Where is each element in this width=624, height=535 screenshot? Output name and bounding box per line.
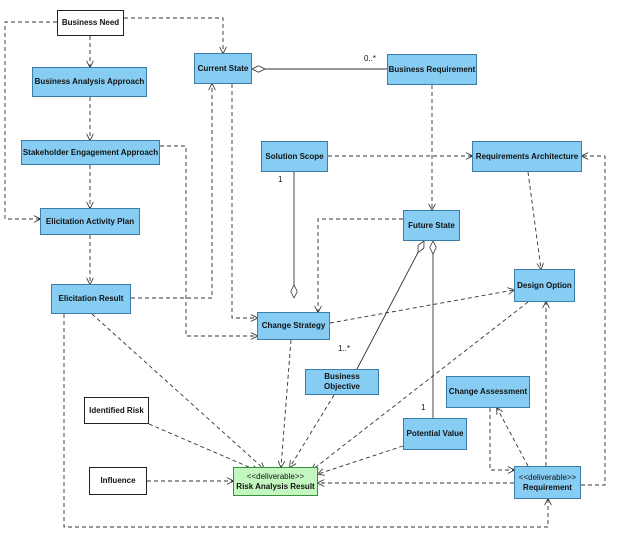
solution-scope-label: Solution Scope	[265, 151, 324, 161]
elicitation-activity-plan-node[interactable]: Elicitation Activity Plan	[40, 208, 140, 235]
multiplicity-current-business-requirement: 0..*	[364, 54, 377, 63]
business-analysis-approach-node[interactable]: Business Analysis Approach	[32, 67, 147, 97]
current-state-label: Current State	[197, 63, 249, 73]
edge-irisk-risk	[148, 423, 258, 471]
requirements-architecture-node[interactable]: Requirements Architecture	[472, 141, 582, 172]
edge-requirement-assessment	[497, 408, 529, 467]
future-state-node[interactable]: Future State	[403, 210, 460, 241]
elicitation-result-label: Elicitation Result	[58, 294, 124, 303]
edge-design-risk	[312, 301, 529, 470]
business-analysis-approach-label: Business Analysis Approach	[34, 77, 145, 86]
edge-change-risk	[281, 339, 292, 467]
business-objective-label: Business Objective	[323, 372, 360, 391]
identified-risk-node[interactable]: Identified Risk	[84, 397, 149, 424]
edge-future-state-business-objective	[356, 241, 424, 370]
stakeholder-engagement-approach-label: Stakeholder Engagement Approach	[22, 147, 159, 157]
risk-analysis-result-node[interactable]: <<deliverable>> Risk Analysis Result	[233, 467, 318, 496]
edge-sea-change	[160, 145, 257, 336]
edge-assessment-requirement	[489, 408, 514, 470]
multiplicity-solution-scope: 1	[278, 175, 283, 184]
risk-analysis-result-stereotype: <<deliverable>>	[246, 471, 305, 481]
edge-potential-risk	[318, 445, 404, 474]
business-requirement-node[interactable]: Business Requirement	[387, 54, 477, 85]
edge-er-risk	[91, 313, 264, 469]
edge-er-requirement	[63, 314, 548, 528]
business-objective-node[interactable]: Business Objective	[305, 369, 379, 395]
edge-reqarch-design	[527, 171, 541, 269]
influence-node[interactable]: Influence	[89, 467, 147, 495]
potential-value-label: Potential Value	[406, 429, 464, 438]
future-state-label: Future State	[408, 220, 455, 230]
change-assessment-node[interactable]: Change Assessment	[446, 376, 530, 408]
change-assessment-label: Change Assessment	[448, 387, 528, 396]
risk-analysis-result-label: Risk Analysis Result	[236, 481, 315, 491]
edge-change-design	[329, 290, 514, 324]
influence-label: Influence	[100, 476, 136, 485]
business-requirement-label: Business Requirement	[388, 64, 476, 74]
potential-value-node[interactable]: Potential Value	[403, 418, 467, 450]
edge-objective-risk	[290, 394, 335, 467]
edge-bneed-current	[124, 17, 223, 53]
requirements-architecture-label: Requirements Architecture	[475, 151, 579, 161]
design-option-node[interactable]: Design Option	[514, 269, 575, 302]
business-need-label: Business Need	[61, 18, 120, 27]
solution-scope-node[interactable]: Solution Scope	[261, 141, 328, 172]
edge-future-change	[318, 218, 403, 312]
edge-bneed-eap	[4, 21, 57, 219]
current-state-node[interactable]: Current State	[194, 53, 252, 84]
stakeholder-engagement-approach-node[interactable]: Stakeholder Engagement Approach	[21, 140, 160, 165]
edge-er-current	[131, 84, 212, 299]
change-strategy-node[interactable]: Change Strategy	[257, 312, 330, 340]
change-strategy-label: Change Strategy	[261, 321, 326, 330]
edge-requirement-reqarch	[581, 156, 606, 486]
identified-risk-label: Identified Risk	[89, 405, 144, 415]
requirement-label: Requirement	[523, 482, 572, 492]
edge-current-change	[231, 84, 257, 318]
requirement-stereotype: <<deliverable>>	[518, 472, 577, 482]
multiplicity-potential-value: 1	[421, 403, 426, 412]
elicitation-activity-plan-label: Elicitation Activity Plan	[45, 216, 135, 226]
elicitation-result-node[interactable]: Elicitation Result	[51, 284, 131, 314]
design-option-label: Design Option	[517, 280, 572, 290]
requirement-node[interactable]: <<deliverable>> Requirement	[514, 466, 581, 499]
multiplicity-business-objective: 1..*	[338, 344, 351, 353]
business-need-node[interactable]: Business Need	[57, 10, 124, 36]
